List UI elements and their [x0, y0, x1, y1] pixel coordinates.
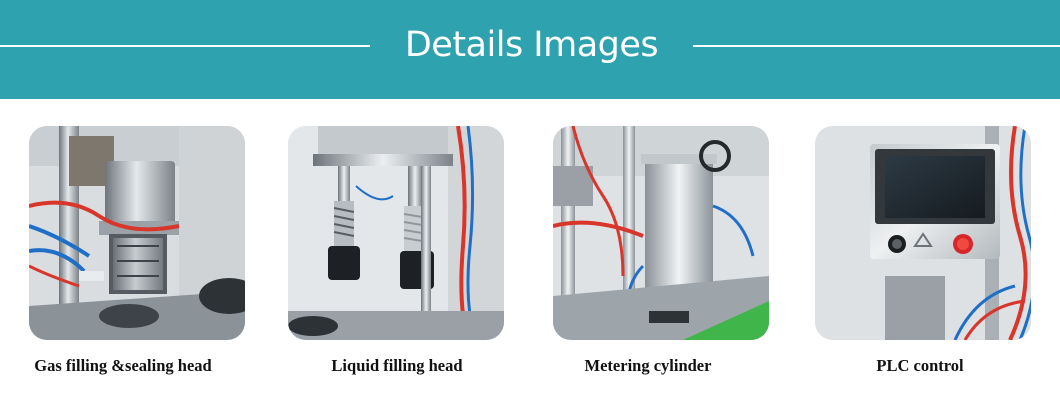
header-banner: Details Images — [0, 0, 1060, 99]
liquid-filling-head-photo — [288, 126, 504, 340]
gas-filling-head-photo — [29, 126, 245, 340]
banner-divider-left — [0, 45, 370, 47]
banner-divider-right — [693, 45, 1060, 47]
caption-gas-filling: Gas filling &sealing head — [34, 356, 212, 375]
plc-control-panel-photo — [815, 126, 1031, 340]
page-title: Details Images — [404, 25, 659, 65]
metering-cylinder-photo — [553, 126, 769, 340]
caption-plc-control: PLC control — [876, 356, 964, 375]
caption-metering-cylinder: Metering cylinder — [584, 356, 712, 375]
caption-liquid-filling: Liquid filling head — [331, 356, 463, 375]
